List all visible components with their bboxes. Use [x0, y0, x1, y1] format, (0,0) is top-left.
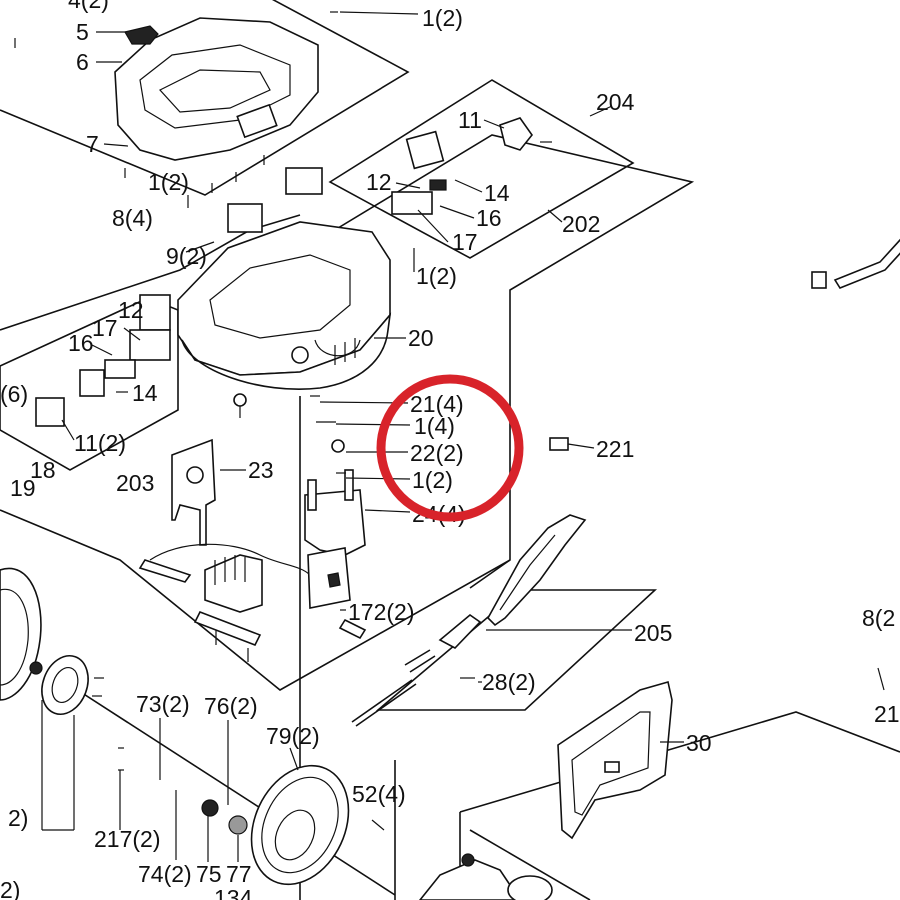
part-label-p23: 23	[248, 457, 274, 483]
part-label-p22-2: 22(2)	[410, 440, 464, 466]
part-switch-box-204	[227, 117, 534, 233]
part-power-cord	[811, 238, 900, 289]
part-label-p1-2-a: 1(2)	[148, 169, 189, 195]
part-bracket-23	[171, 438, 216, 546]
part-wheel-left	[0, 567, 89, 715]
part-label-p21-4: 21(4)	[410, 391, 464, 417]
part-label-p11-top: 11	[458, 107, 482, 133]
part-label-p217-2: 217(2)	[94, 826, 160, 852]
part-label-p75: 75	[196, 861, 222, 887]
part-bottom-right	[418, 853, 553, 900]
screws	[14, 11, 885, 831]
part-label-p1-4: 1(4)	[414, 413, 455, 439]
part-switch-box-203	[35, 294, 171, 427]
part-label-p7: 7	[86, 131, 99, 157]
part-label-p1-2-top: 1(2)	[422, 5, 463, 31]
part-label-p12-left: 12	[118, 297, 144, 323]
part-label-p74-2: 74(2)	[138, 861, 192, 887]
part-label-p30: 30	[686, 730, 712, 756]
part-label-p20: 20	[408, 325, 434, 351]
part-label-p5: 5	[76, 19, 89, 45]
highlight-circle	[376, 374, 524, 522]
part-cover-30	[557, 680, 673, 840]
part-label-p18: 18	[30, 457, 56, 483]
part-label-p2-left: 2)	[8, 805, 28, 831]
part-label-p9-2: 9(2)	[166, 243, 207, 269]
frame-204	[328, 79, 635, 259]
part-label-p8-4: 8(4)	[112, 205, 153, 231]
leader-lines	[41, 11, 684, 862]
part-label-p19: 19	[10, 475, 36, 501]
part-label-p134: 134	[214, 885, 253, 900]
part-label-p12-top: 12	[366, 169, 392, 195]
part-label-p21-right: 21	[874, 701, 900, 727]
part-label-p14-top: 14	[484, 180, 510, 206]
part-label-p16-top: 16	[476, 205, 502, 231]
part-label-p205: 205	[634, 620, 672, 646]
part-label-p2-bottom: 2)	[0, 877, 20, 900]
frame-tank-group	[0, 0, 410, 196]
part-terminal-block	[138, 543, 311, 647]
part-label-p16-left: 16	[68, 330, 94, 356]
part-label-p1-2-c: 1(2)	[412, 467, 453, 493]
part-label-p14-left: 14	[132, 380, 158, 406]
part-label-p17-left: 17	[92, 315, 118, 341]
part-label-p6: 6	[76, 49, 89, 75]
part-label-p172-2: 172(2)	[348, 599, 414, 625]
part-label-p79-2: 79(2)	[266, 723, 320, 749]
frame-main-body	[0, 214, 301, 331]
part-motor-mount	[304, 469, 367, 640]
part-label-p1-2-b: 1(2)	[416, 263, 457, 289]
part-label-p202: 202	[562, 211, 600, 237]
part-base-tray	[177, 221, 392, 390]
part-label-p52-4: 52(4)	[352, 781, 406, 807]
part-label-p76-2: 76(2)	[204, 693, 258, 719]
part-221	[549, 437, 569, 451]
part-label-p6-left: (6)	[0, 381, 28, 407]
part-tank-top	[114, 17, 319, 161]
part-label-p4-2: 4(2)	[68, 0, 109, 13]
part-label-p221: 221	[596, 436, 634, 462]
part-label-p8-2-right: 8(2	[862, 605, 895, 631]
part-handle-hose	[351, 514, 587, 727]
frame-main-body-lower	[0, 509, 511, 691]
part-label-p11-2: 11(2)	[74, 430, 126, 456]
frame-bottom-right	[459, 711, 900, 813]
part-label-p204: 204	[596, 89, 635, 115]
frame-bottom-inner	[469, 829, 591, 900]
part-label-p17-top: 17	[452, 229, 478, 255]
part-label-p77: 77	[226, 861, 252, 887]
part-label-p28-2: 28(2)	[482, 669, 536, 695]
part-label-p73-2: 73(2)	[136, 691, 190, 717]
part-wheel-79	[201, 764, 350, 886]
part-label-p203: 203	[116, 470, 154, 496]
